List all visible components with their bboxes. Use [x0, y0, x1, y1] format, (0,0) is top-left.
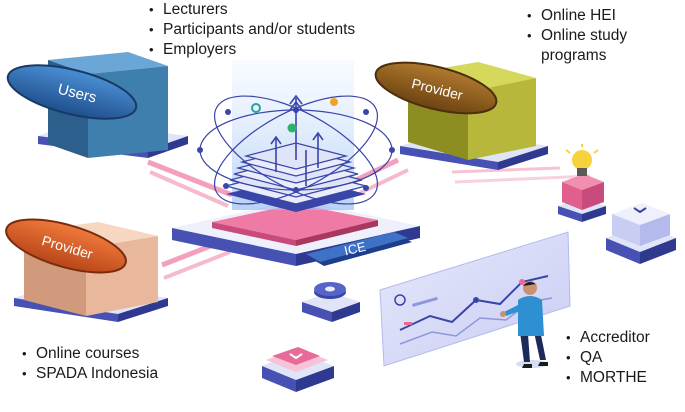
gear-icon	[302, 282, 360, 322]
quality-assurance-list: Accreditor QA MORTHE	[566, 328, 650, 388]
connectors	[147, 157, 591, 280]
dot-green	[287, 123, 297, 133]
provider-types-list: Online HEI Online study programs	[527, 6, 627, 66]
chevron-down-icon-2	[633, 207, 647, 214]
list-item: Online study	[527, 26, 627, 46]
dot-teal	[251, 103, 261, 113]
chevron-down-icon	[289, 353, 303, 360]
arrow-up-icons	[270, 94, 324, 186]
course-provider-list: Online courses SPADA Indonesia	[22, 344, 158, 384]
person-figure	[500, 281, 548, 368]
dot-orange	[330, 98, 338, 106]
small-box-pink	[262, 347, 334, 392]
list-item: Accreditor	[566, 328, 650, 348]
list-item: Employers	[149, 40, 355, 60]
orbit-nodes	[197, 107, 395, 193]
list-item: Participants and/or students	[149, 20, 355, 40]
provider-right-oval: Provider	[374, 61, 498, 115]
ice-label: ICE	[343, 239, 368, 259]
ice-badge: ICE	[306, 232, 412, 266]
list-item-continued: programs	[541, 47, 607, 64]
small-box-blue	[606, 203, 676, 264]
list-item: SPADA Indonesia	[22, 364, 158, 384]
users-oval: Users	[6, 64, 138, 120]
list-item: Online HEI	[527, 6, 627, 26]
list-item: MORTHE	[566, 368, 650, 388]
list-item: QA	[566, 348, 650, 368]
user-types-list: Lecturers Participants and/or students E…	[149, 0, 355, 60]
lightbulb-icon	[565, 144, 599, 176]
list-item: Online courses	[22, 344, 158, 364]
list-item: Lecturers	[149, 0, 355, 20]
lightbulb-box	[558, 174, 606, 222]
provider-left-oval: Provider	[5, 218, 127, 274]
